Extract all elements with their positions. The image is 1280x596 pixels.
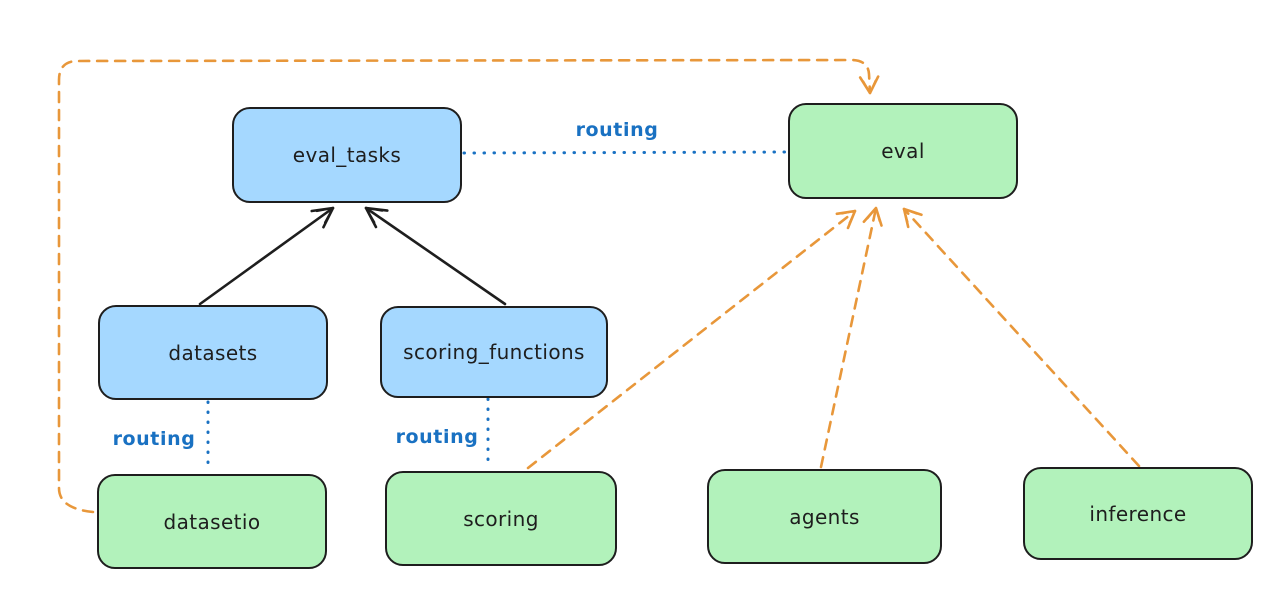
node-eval: eval [788,103,1018,199]
node-scoring-functions: scoring_functions [380,306,608,398]
node-inference: inference [1023,467,1253,560]
node-eval-tasks-label: eval_tasks [292,143,402,167]
node-scoring-label: scoring [463,506,539,531]
edge-eval_tasks-to-eval-routing [462,150,788,155]
edge-datasets-to-eval_tasks [198,206,335,306]
edge-scoring_functions-to-eval_tasks [364,206,507,306]
edge-label-routing-horizontal: routing [575,119,659,141]
edge-agents-to-eval [819,206,883,469]
node-scoring: scoring [385,471,617,566]
node-eval-label: eval [881,139,925,163]
node-scoring-functions-label: scoring_functions [403,340,585,364]
node-inference-label: inference [1089,501,1187,526]
node-datasetio: datasetio [97,474,327,569]
node-agents: agents [707,469,942,564]
edge-datasetio-to-eval-loop [57,58,880,514]
node-datasetio-label: datasetio [163,509,261,534]
node-agents-label: agents [789,504,860,529]
edge-label-routing-datasets: routing [112,428,196,450]
edge-scoring-to-eval [526,209,857,470]
node-datasets-label: datasets [168,340,258,365]
node-eval-tasks: eval_tasks [232,107,462,203]
edge-label-routing-scoring: routing [395,426,479,448]
edge-inference-to-eval [902,207,1141,468]
node-datasets: datasets [98,305,328,400]
